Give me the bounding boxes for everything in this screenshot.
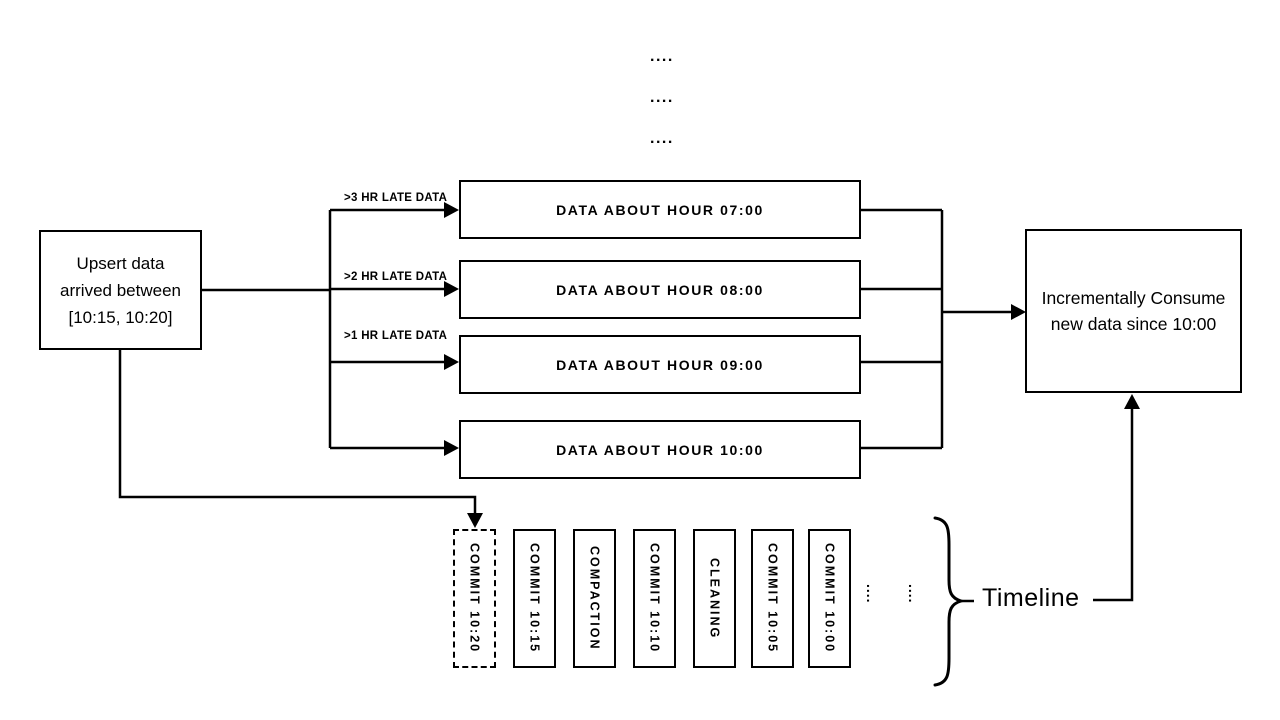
timeline-entry-label: COMMIT 10:00 (822, 543, 837, 654)
upsert-box: Upsert data arrived between [10:15, 10:2… (39, 230, 202, 350)
consume-box-line: Incrementally Consume (1041, 288, 1226, 308)
timeline-ellipsis: .... (864, 584, 880, 604)
timeline-entry-commit-1015: COMMIT 10:15 (513, 529, 556, 668)
timeline-ellipsis: .... (906, 584, 922, 604)
timeline-entry-label: CLEANING (707, 557, 722, 640)
late-data-label-2hr: >2 HR LATE DATA (344, 271, 448, 283)
consume-box: Incrementally Consume new data since 10:… (1025, 229, 1242, 393)
timeline-entry-compaction: COMPACTION (573, 529, 616, 668)
upsert-to-timeline-line (118, 350, 477, 514)
timeline-entry-label: COMMIT 10:15 (527, 543, 542, 654)
hour-box-0900: DATA ABOUT HOUR 09:00 (459, 335, 861, 394)
hour-box-0800: DATA ABOUT HOUR 08:00 (459, 260, 861, 319)
hour-box-label: DATA ABOUT HOUR 10:00 (556, 441, 764, 458)
arrowhead-hour-0900 (444, 354, 459, 370)
upsert-box-line: arrived between (60, 280, 181, 300)
timeline-entry-commit-1010: COMMIT 10:10 (633, 529, 676, 668)
hour-box-0700: DATA ABOUT HOUR 07:00 (459, 180, 861, 239)
hour-box-label: DATA ABOUT HOUR 08:00 (556, 281, 764, 298)
arrowhead-consume (1011, 304, 1026, 320)
timeline-entry-label: COMPACTION (587, 546, 602, 651)
consume-box-line: new data since 10:00 (1050, 314, 1217, 334)
arrowhead-consume-bottom (1124, 394, 1140, 409)
timeline-entry-label: COMMIT 10:10 (647, 543, 662, 654)
timeline-entry-label: COMMIT 10:20 (467, 543, 482, 654)
upsert-box-line: Upsert data (76, 253, 165, 273)
timeline-label: Timeline (982, 584, 1080, 612)
late-data-label-3hr: >3 HR LATE DATA (344, 192, 448, 204)
timeline-entry-commit-1020: COMMIT 10:20 (453, 529, 496, 668)
timeline-entry-commit-1005: COMMIT 10:05 (751, 529, 794, 668)
hour-box-label: DATA ABOUT HOUR 09:00 (556, 356, 764, 373)
timeline-to-consume-line (1093, 408, 1134, 602)
arrowhead-hour-1000 (444, 440, 459, 456)
ellipsis-row: .... (650, 130, 674, 147)
arrowhead-hour-0700 (444, 202, 459, 218)
timeline-entry-commit-1000: COMMIT 10:00 (808, 529, 851, 668)
upsert-box-line: [10:15, 10:20] (68, 307, 173, 327)
late-data-label-1hr: >1 HR LATE DATA (344, 330, 448, 342)
hour-box-label: DATA ABOUT HOUR 07:00 (556, 201, 764, 218)
timeline-entry-cleaning: CLEANING (693, 529, 736, 668)
hour-box-1000: DATA ABOUT HOUR 10:00 (459, 420, 861, 479)
timeline-brace (933, 516, 967, 687)
arrowhead-commit-1020 (467, 513, 483, 528)
ellipsis-row: .... (650, 89, 674, 106)
timeline-entry-label: COMMIT 10:05 (765, 543, 780, 654)
ellipsis-row: .... (650, 48, 674, 65)
arrowhead-hour-0800 (444, 281, 459, 297)
